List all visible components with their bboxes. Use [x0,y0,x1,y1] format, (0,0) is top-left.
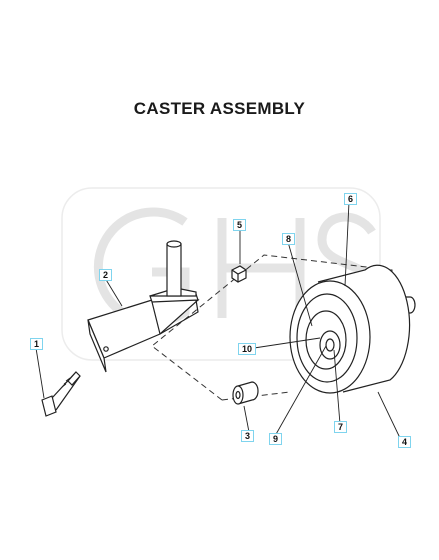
callout-5: 5 [233,219,246,231]
callout-4: 4 [398,436,411,448]
callout-9: 9 [269,433,282,445]
bolt-part [41,371,81,417]
callout-1: 1 [30,338,43,350]
nut-part [231,265,247,283]
caster-fork-part [87,240,200,373]
callout-3: 3 [241,430,254,442]
callout-10: 10 [238,343,256,355]
callout-2: 2 [99,269,112,281]
callout-6: 6 [344,193,357,205]
wheel-part [289,264,411,394]
leader-lines [35,201,401,439]
diagram-title: CASTER ASSEMBLY [133,99,306,118]
callout-8: 8 [282,233,295,245]
callout-7: 7 [334,421,347,433]
spacer-left-part [232,381,259,405]
